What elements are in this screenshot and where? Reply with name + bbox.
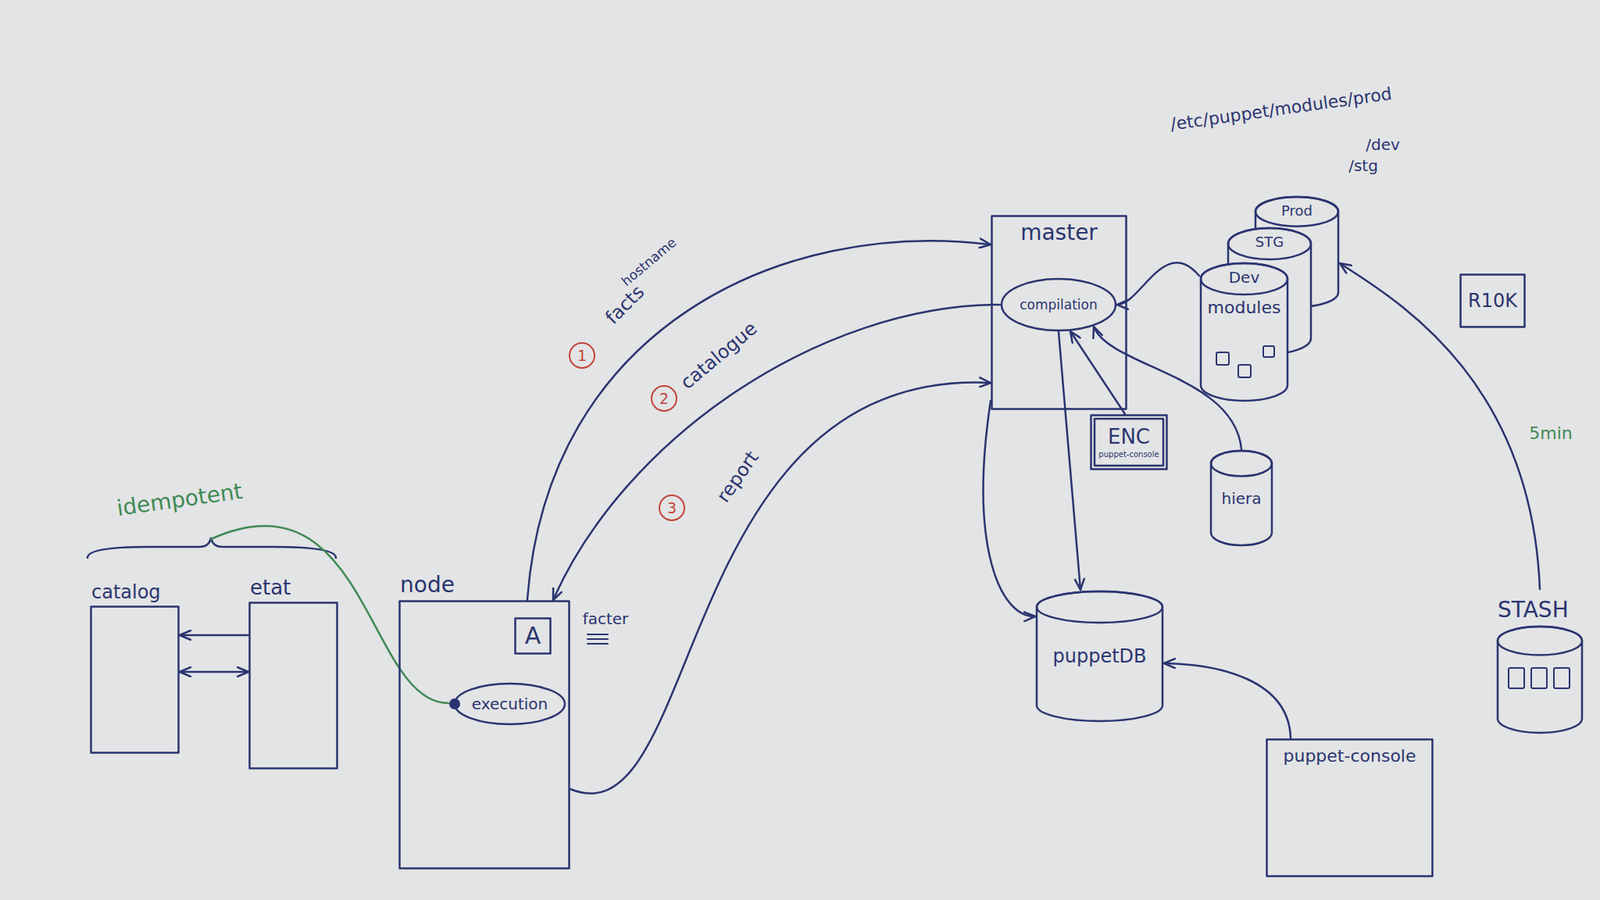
cylinder-top (1228, 228, 1311, 260)
storage-cylinder: Dev modules (1199, 261, 1290, 403)
module-icon (1531, 667, 1547, 689)
node-label: STG (1255, 233, 1284, 251)
edge-label: 5min (1525, 422, 1575, 445)
console-box: puppet-console (1265, 738, 1434, 878)
cylinder-body (1210, 450, 1272, 546)
node-label: Prod (1281, 202, 1313, 220)
ellipse-outline (454, 683, 565, 725)
cylinder-top (1036, 591, 1163, 623)
node-label: modules (1207, 297, 1282, 318)
node-label: puppet-console (1098, 450, 1159, 460)
node-label: Dev (1228, 267, 1261, 287)
repository-cylinder: STASH (1496, 625, 1584, 735)
box-outline (992, 216, 1127, 410)
agent-box: A (514, 617, 552, 655)
connector (553, 304, 1000, 600)
node-label: A (525, 621, 542, 650)
state-box-outline (248, 601, 339, 770)
state-box-outline (89, 605, 180, 754)
connector (179, 671, 249, 674)
equals-mark (587, 634, 608, 644)
cylinder-top (1210, 450, 1272, 477)
module-icon (1263, 346, 1275, 358)
curly-bracket (87, 537, 336, 558)
process-ellipse: execution (453, 682, 567, 726)
module-icon (1553, 667, 1570, 689)
agent-node-box-outline (398, 600, 571, 870)
callout-number: 3 (658, 494, 686, 522)
connector (1058, 332, 1081, 590)
connector (1339, 263, 1540, 590)
node-label: ENC (1107, 425, 1150, 450)
database-cylinder: puppetDB (1035, 589, 1165, 723)
annotation: idempotent (111, 477, 247, 524)
cylinder-body (1200, 263, 1288, 401)
heading: node (400, 571, 455, 599)
box-outline (1267, 739, 1433, 877)
box-outline (1091, 415, 1168, 470)
node-label: puppet-console (1282, 746, 1416, 767)
box-outline (400, 601, 570, 869)
module-icon (1508, 667, 1525, 689)
connector (1164, 663, 1291, 739)
node-label: compilation (1019, 296, 1098, 313)
cylinder-top (1200, 263, 1288, 295)
path-note: /dev (1362, 134, 1404, 155)
connector (1070, 331, 1125, 415)
node-label: R10K (1467, 289, 1518, 313)
heading: etat (250, 575, 291, 600)
connector (527, 240, 991, 600)
cylinder-top (1497, 626, 1583, 655)
state-box: catalog (89, 605, 180, 754)
server-box: master compilation (990, 214, 1128, 411)
connector (1117, 262, 1200, 305)
tool-box: R10K (1459, 273, 1526, 329)
process-ellipse: compilation (1000, 277, 1118, 333)
annotation: hostname (614, 232, 683, 293)
node-label: puppetDB (1052, 645, 1147, 668)
connector (570, 382, 991, 794)
cylinder-body (1036, 591, 1163, 722)
module-icon (1238, 364, 1251, 378)
node-label: execution (471, 694, 548, 714)
leader-line (210, 525, 449, 704)
node-label: master (1020, 219, 1098, 247)
connector (983, 400, 1036, 617)
module-icon (1216, 352, 1229, 365)
storage-cylinder: hiera (1209, 449, 1274, 547)
connector (179, 634, 249, 637)
callout-number: 1 (568, 342, 596, 369)
path-note: /etc/puppet/modules/prod (1166, 82, 1397, 136)
ellipse-outline (1001, 278, 1116, 331)
annotation: facter (579, 608, 633, 629)
cylinder-top (1255, 196, 1339, 227)
repository-cylinder-outline (1496, 625, 1584, 735)
box-outline (515, 618, 551, 654)
heading: STASH (1497, 596, 1569, 624)
box-outline (1094, 418, 1164, 466)
heading: catalog (91, 581, 161, 604)
edge-label: report (710, 443, 767, 510)
box-outline (1460, 275, 1525, 328)
agent-node-box: nodeAexecution (398, 600, 571, 870)
cylinder-body (1497, 626, 1583, 733)
classifier-box: ENCpuppet-console (1089, 414, 1168, 471)
box-outline (250, 603, 338, 769)
callout-number: 2 (650, 385, 678, 412)
box-outline (91, 607, 179, 754)
edge-label: catalogue (673, 314, 765, 397)
state-box: etat (248, 601, 339, 770)
node-label: hiera (1221, 489, 1261, 508)
path-note: /stg (1345, 155, 1382, 176)
